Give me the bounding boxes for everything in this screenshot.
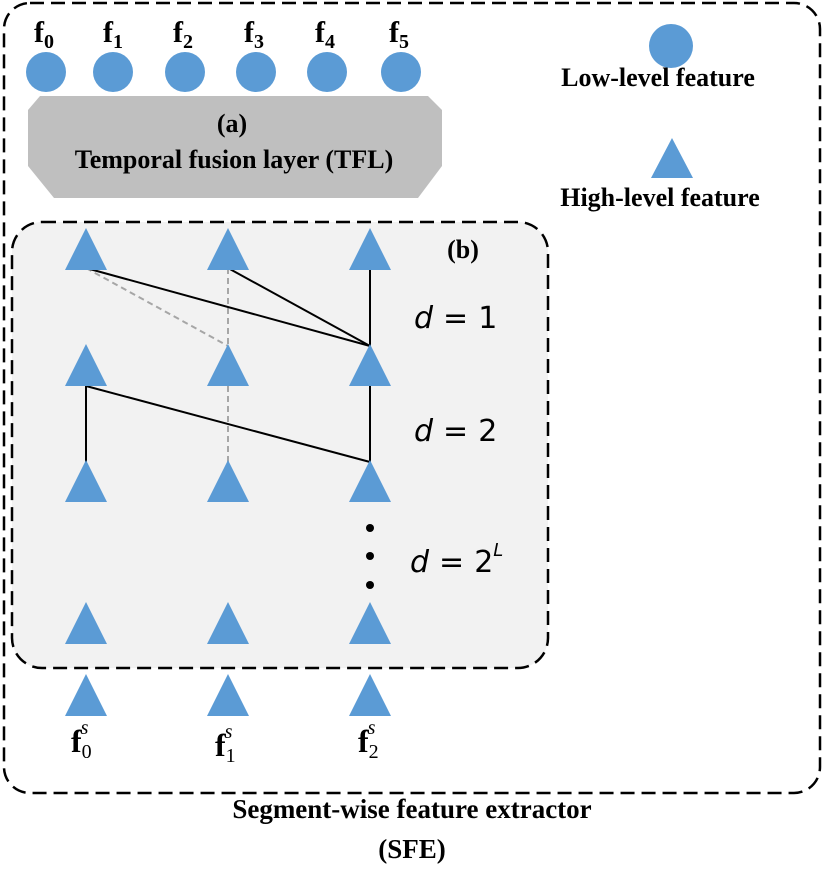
- low-feature-circle-1: [93, 52, 133, 92]
- low-feature-circle-4: [307, 52, 347, 92]
- legend-high-level: High-level feature: [560, 183, 760, 212]
- edge-solid: [85, 385, 371, 463]
- high-feature-triangle: [207, 602, 249, 644]
- ellipsis-dot: [366, 581, 374, 589]
- ellipsis-dot: [366, 552, 374, 560]
- high-feature-triangle: [349, 602, 391, 644]
- ellipsis-dot: [366, 524, 374, 532]
- top-label-3: f3: [244, 16, 264, 53]
- low-feature-circle-5: [381, 52, 421, 92]
- panel-b-tag: (b): [447, 235, 479, 264]
- edge-solid: [85, 267, 371, 347]
- tfl-block: [28, 96, 442, 198]
- low-feature-circle-0: [26, 52, 66, 92]
- high-feature-triangle: [349, 228, 391, 270]
- high-feature-triangle: [207, 460, 249, 502]
- ellipsis-dots: [366, 524, 374, 589]
- high-feature-triangle: [65, 460, 107, 502]
- output-label-2: f2s: [358, 717, 379, 763]
- caption-line-2: (SFE): [378, 834, 446, 864]
- edge-dashed: [85, 267, 229, 347]
- top-feature-circles: [26, 52, 421, 92]
- dilated-connections: [85, 267, 371, 463]
- top-label-2: f2: [173, 16, 193, 53]
- high-feature-triangle: [349, 344, 391, 386]
- dilation-labels: d=1 d=2 d=2L: [410, 301, 503, 580]
- top-label-4: f4: [315, 16, 335, 53]
- high-feature-triangle: [65, 344, 107, 386]
- output-triangle: [207, 674, 249, 716]
- sfe-frame: [2, 1, 822, 795]
- top-label-1: f1: [103, 16, 123, 53]
- low-feature-circle-2: [165, 52, 205, 92]
- high-feature-triangle: [207, 228, 249, 270]
- tfl-tag: (a): [217, 109, 247, 138]
- high-feature-triangle: [207, 344, 249, 386]
- high-feature-triangle: [65, 602, 107, 644]
- top-label-5: f5: [389, 16, 409, 53]
- top-label-0: f0: [34, 16, 54, 53]
- output-labels: f0s f1s f2s: [71, 717, 379, 767]
- panel-b: [10, 220, 550, 670]
- dilation-label-L: d=2L: [410, 540, 503, 580]
- top-feature-labels: f0 f1 f2 f3 f4 f5: [34, 16, 409, 53]
- output-label-0: f0s: [71, 717, 92, 763]
- low-feature-circle-3: [236, 52, 276, 92]
- high-feature-triangle: [65, 228, 107, 270]
- dilation-label-1: d=1: [414, 301, 497, 336]
- output-triangle: [65, 674, 107, 716]
- high-feature-grid: [65, 228, 391, 716]
- high-feature-triangle: [349, 460, 391, 502]
- output-label-1: f1s: [215, 721, 236, 767]
- circle-icon: [649, 24, 693, 68]
- caption-line-1: Segment-wise feature extractor: [232, 794, 591, 824]
- edge-solid: [227, 267, 371, 347]
- tfl-title: Temporal fusion layer (TFL): [75, 145, 394, 174]
- dilation-label-2: d=2: [414, 414, 497, 449]
- output-triangle: [349, 674, 391, 716]
- triangle-icon: [651, 138, 693, 178]
- legend-low-level: Low-level feature: [561, 63, 755, 92]
